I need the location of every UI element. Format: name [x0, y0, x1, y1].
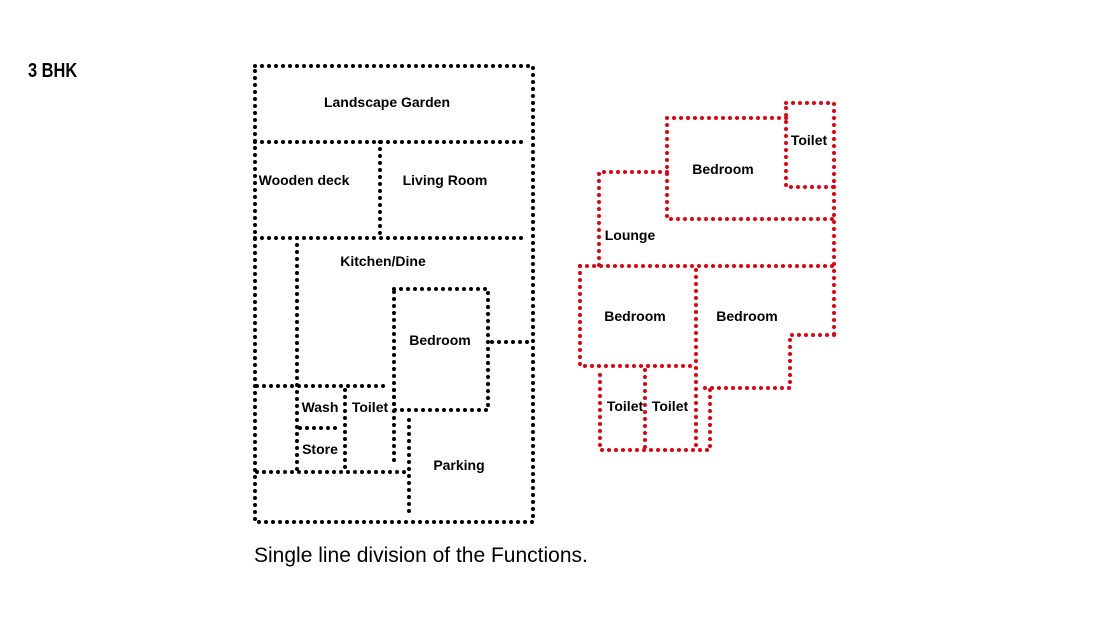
bedroom-top-walls	[665, 116, 836, 221]
figure-caption: Single line division of the Functions.	[254, 544, 588, 567]
plan-a-outline	[253, 64, 535, 524]
room-label-wooden-deck: Wooden deck	[259, 172, 350, 188]
room-label-living-room: Living Room	[403, 172, 488, 188]
bedroom-left-walls	[578, 264, 698, 368]
room-label-toilet-right: Toilet	[652, 398, 689, 414]
bedroom-right-step	[698, 333, 836, 390]
room-label-landscape-garden: Landscape Garden	[324, 94, 450, 110]
room-label-toilet-top: Toilet	[791, 132, 828, 148]
room-label-bedroom-top: Bedroom	[692, 161, 753, 177]
room-label-toilet-left: Toilet	[607, 398, 644, 414]
room-label-toilet: Toilet	[352, 399, 389, 415]
plan-a-bedroom-walls	[392, 287, 490, 412]
room-label-bedroom-right: Bedroom	[716, 308, 777, 324]
room-label-store: Store	[302, 441, 338, 457]
plan-b-labels: Bedroom Toilet Lounge Bedroom Bedroom To…	[604, 132, 827, 414]
page-heading: 3 BHK	[28, 60, 78, 82]
lounge-walls	[597, 170, 669, 268]
room-label-lounge: Lounge	[605, 227, 656, 243]
plan-a-walls	[253, 64, 535, 524]
room-label-parking: Parking	[433, 457, 484, 473]
room-label-wash: Wash	[302, 399, 339, 415]
room-label-kitchen-dine: Kitchen/Dine	[340, 253, 426, 269]
plan-b-walls	[578, 101, 836, 452]
room-label-bedroom-left: Bedroom	[604, 308, 665, 324]
plan-a-labels: Landscape Garden Wooden deck Living Room…	[259, 94, 488, 473]
toilet-block-walls	[598, 366, 712, 452]
room-label-bedroom: Bedroom	[409, 332, 470, 348]
